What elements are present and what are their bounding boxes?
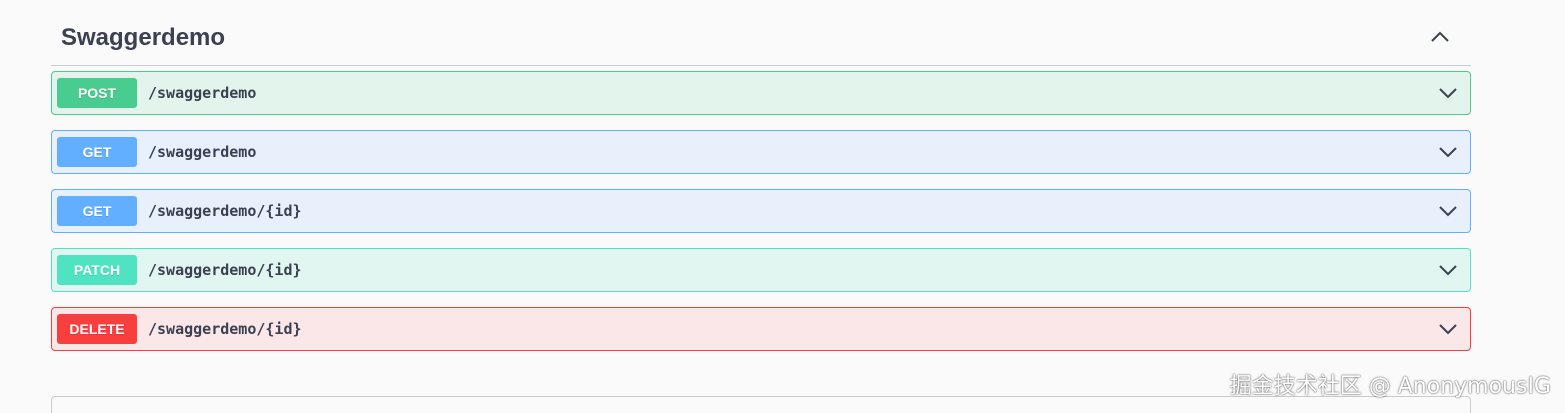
- operation-delete-swaggerdemo-id[interactable]: DELETE /swaggerdemo/{id}: [51, 307, 1471, 351]
- expand-button[interactable]: [1438, 83, 1458, 103]
- chevron-down-icon: [1439, 146, 1457, 157]
- operation-path: /swaggerdemo: [148, 84, 257, 102]
- operation-path: /swaggerdemo/{id}: [148, 320, 302, 338]
- operation-path: /swaggerdemo/{id}: [148, 261, 302, 279]
- operation-get-swaggerdemo[interactable]: GET /swaggerdemo: [51, 130, 1471, 174]
- method-badge: PATCH: [57, 255, 137, 285]
- chevron-up-icon: [1431, 31, 1449, 42]
- chevron-down-icon: [1439, 205, 1457, 216]
- method-badge: GET: [57, 137, 137, 167]
- section-title: Swaggerdemo: [61, 24, 226, 51]
- tag-section-header[interactable]: Swaggerdemo: [51, 0, 1471, 66]
- method-badge: GET: [57, 196, 137, 226]
- operation-patch-swaggerdemo-id[interactable]: PATCH /swaggerdemo/{id}: [51, 248, 1471, 292]
- expand-button[interactable]: [1438, 319, 1458, 339]
- operation-get-swaggerdemo-id[interactable]: GET /swaggerdemo/{id}: [51, 189, 1471, 233]
- method-badge: DELETE: [57, 314, 137, 344]
- schemas-section[interactable]: [51, 396, 1471, 413]
- operation-path: /swaggerdemo: [148, 143, 257, 161]
- expand-button[interactable]: [1438, 260, 1458, 280]
- operation-path: /swaggerdemo/{id}: [148, 202, 302, 220]
- chevron-down-icon: [1439, 87, 1457, 98]
- watermark: 掘金技术社区 @ AnonymousIG: [1229, 374, 1551, 399]
- chevron-down-icon: [1439, 323, 1457, 334]
- chevron-down-icon: [1439, 264, 1457, 275]
- operation-post-swaggerdemo[interactable]: POST /swaggerdemo: [51, 71, 1471, 115]
- method-badge: POST: [57, 78, 137, 108]
- collapse-button[interactable]: [1425, 22, 1455, 52]
- expand-button[interactable]: [1438, 142, 1458, 162]
- expand-button[interactable]: [1438, 201, 1458, 221]
